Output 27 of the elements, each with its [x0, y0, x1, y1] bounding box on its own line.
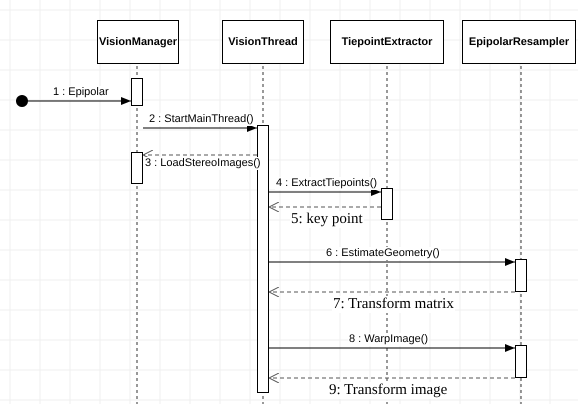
lifeline-head-box: TiepointExtractor — [330, 20, 444, 64]
activation-bar — [131, 152, 143, 184]
activation-bar — [131, 78, 143, 106]
lifeline-head-box: VisionManager — [97, 20, 179, 64]
return-arrow — [268, 286, 516, 298]
message-arrow — [268, 344, 516, 352]
lifeline-head-box: VisionThread — [222, 20, 304, 64]
edge-label: 7: Transform matrix — [332, 296, 455, 313]
edge-label: 6 : EstimateGeometry() — [325, 247, 441, 260]
activation-bar — [381, 188, 393, 220]
message-arrow — [268, 188, 382, 196]
return-arrow — [268, 372, 516, 384]
message-arrow — [142, 124, 258, 132]
edge-label: 2 : StartMainThread() — [148, 113, 255, 126]
edge-label: 1 : Epipolar — [52, 86, 110, 99]
message-arrow — [268, 258, 516, 266]
activation-bar — [515, 345, 527, 378]
edge-label: 8 : WarpImage() — [348, 333, 430, 346]
message-arrow — [28, 97, 132, 105]
edge-label: 4 : ExtractTiepoints() — [275, 177, 378, 190]
edge-label: 5: key point — [290, 211, 364, 228]
edge-label: 3 : LoadStereoImages() — [144, 157, 262, 170]
return-arrow — [268, 202, 382, 212]
lifeline-head-box: EpipolarResampler — [462, 20, 576, 64]
start-point — [16, 95, 28, 107]
edge-label: 9: Transform image — [328, 382, 448, 399]
activation-bar — [515, 259, 527, 292]
